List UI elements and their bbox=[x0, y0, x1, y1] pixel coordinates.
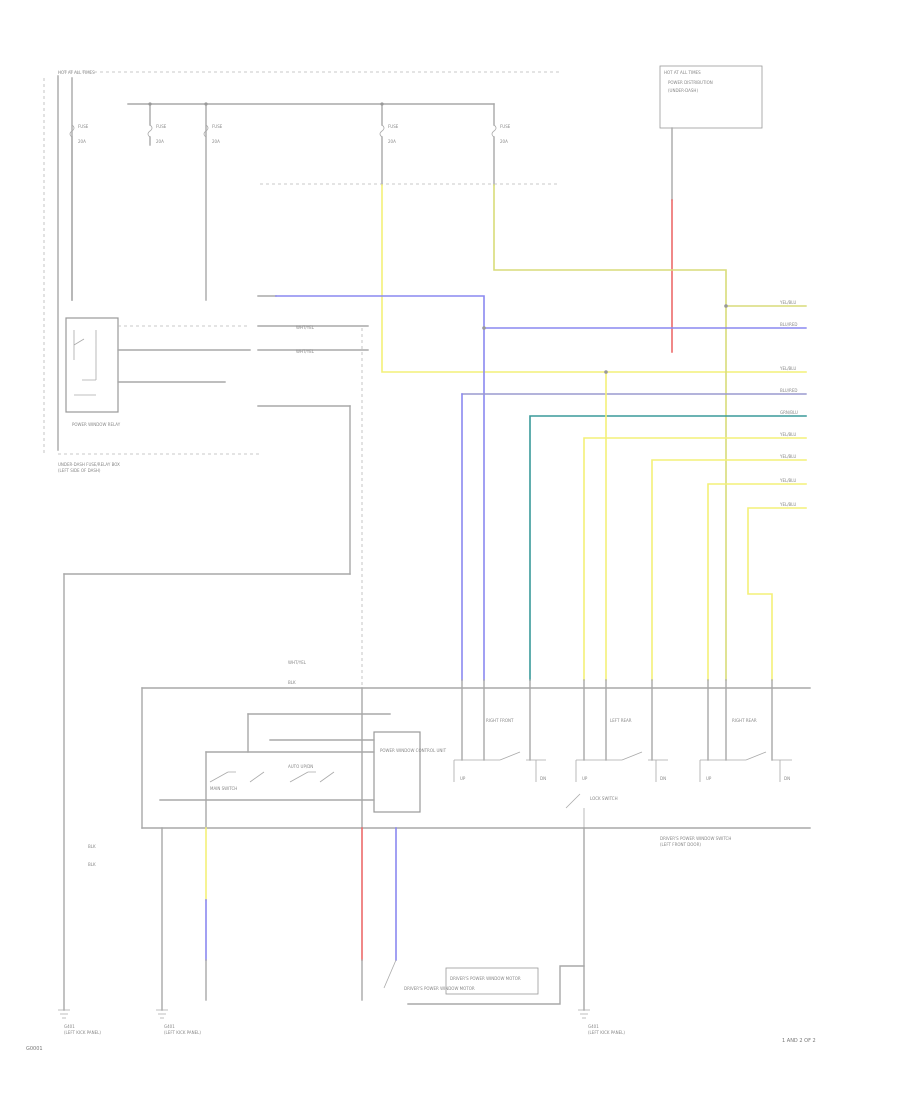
lock-switch: LOCK SWITCH bbox=[565, 793, 618, 828]
hot-at-all-times-box: HOT AT ALL TIMES POWER DISTRIBUTION (UND… bbox=[659, 65, 763, 201]
driver-switch-module: WHT/YEL BLK POWER WINDOW CONTROL UNIT MA… bbox=[141, 660, 811, 847]
driver-module-sub: (LEFT FRONT DOOR) bbox=[660, 842, 701, 847]
svg-text:(LEFT KICK PANEL): (LEFT KICK PANEL) bbox=[164, 1030, 201, 1035]
ground-1-icon: G401 (LEFT KICK PANEL) bbox=[58, 1009, 101, 1035]
svg-text:(UNDER-DASH): (UNDER-DASH) bbox=[668, 88, 698, 93]
svg-text:POWER DISTRIBUTION: POWER DISTRIBUTION bbox=[668, 80, 713, 85]
svg-text:(LEFT KICK PANEL): (LEFT KICK PANEL) bbox=[588, 1030, 625, 1035]
fuse-1: FUSE 20A bbox=[69, 124, 89, 144]
left-rear-switch: LEFT REAR UP DN bbox=[575, 718, 668, 782]
relay-label: POWER WINDOW RELAY bbox=[72, 422, 121, 427]
svg-text:UP: UP bbox=[582, 776, 588, 781]
colored-wires bbox=[275, 184, 807, 681]
svg-text:FUSE: FUSE bbox=[78, 124, 89, 129]
footer-left: G0001 bbox=[26, 1046, 43, 1052]
svg-text:LOCK SWITCH: LOCK SWITCH bbox=[590, 796, 618, 801]
svg-text:MAIN SWITCH: MAIN SWITCH bbox=[210, 786, 237, 791]
fuse-4: FUSE 20A bbox=[379, 124, 399, 144]
fuse-box-label: UNDER-DASH FUSE/RELAY BOX bbox=[58, 462, 120, 467]
svg-text:WHT/YEL: WHT/YEL bbox=[288, 660, 307, 665]
svg-text:BLK: BLK bbox=[288, 680, 296, 685]
svg-text:G401: G401 bbox=[588, 1024, 599, 1029]
top-power-bus: HOT AT ALL TIMES bbox=[43, 70, 560, 455]
top-bus-label: HOT AT ALL TIMES bbox=[58, 70, 95, 75]
svg-text:20A: 20A bbox=[78, 139, 86, 144]
right-front-switch: RIGHT FRONT UP DN bbox=[453, 718, 546, 782]
bottom-wires: BLK BLK DRIVER'S POWER WINDOW MOTOR DRIV… bbox=[88, 827, 585, 1011]
svg-text:BLU/RED: BLU/RED bbox=[780, 322, 797, 327]
svg-text:G401: G401 bbox=[164, 1024, 175, 1029]
svg-text:GRN/BLU: GRN/BLU bbox=[780, 410, 798, 415]
fuse-group: FUSE 20A FUSE 20A FUSE 20A FUSE 20A FUSE… bbox=[69, 124, 560, 301]
svg-text:DRIVER'S POWER WINDOW MOTOR: DRIVER'S POWER WINDOW MOTOR bbox=[450, 976, 521, 981]
svg-text:20A: 20A bbox=[156, 139, 164, 144]
svg-text:20A: 20A bbox=[388, 139, 396, 144]
svg-text:G401: G401 bbox=[64, 1024, 75, 1029]
top-right-box-title: HOT AT ALL TIMES bbox=[664, 70, 701, 75]
svg-text:BLK: BLK bbox=[88, 844, 96, 849]
svg-text:BLK: BLK bbox=[88, 862, 96, 867]
fuse-5: FUSE 20A bbox=[491, 124, 511, 144]
svg-text:DRIVER'S POWER WINDOW MOTOR: DRIVER'S POWER WINDOW MOTOR bbox=[404, 986, 475, 991]
fuse-3: FUSE 20A bbox=[203, 124, 223, 144]
ground-2-icon: G401 (LEFT KICK PANEL) bbox=[156, 1009, 201, 1035]
svg-text:FUSE: FUSE bbox=[500, 124, 511, 129]
right-wire-labels: YEL/BLU BLU/RED YEL/BLU BLU/RED GRN/BLU … bbox=[779, 300, 798, 507]
driver-module-label: DRIVER'S POWER WINDOW SWITCH bbox=[660, 836, 731, 841]
center-left-connectors: WHT/YEL WHT/YEL bbox=[63, 295, 369, 1011]
fuse-2: FUSE 20A bbox=[147, 124, 167, 144]
svg-text:YEL/BLU: YEL/BLU bbox=[779, 478, 796, 483]
svg-text:RIGHT REAR: RIGHT REAR bbox=[732, 718, 757, 723]
svg-text:FUSE: FUSE bbox=[212, 124, 223, 129]
main-switch: MAIN SWITCH bbox=[209, 771, 265, 791]
ground-3-icon: G401 (LEFT KICK PANEL) bbox=[578, 1009, 625, 1035]
svg-text:20A: 20A bbox=[212, 139, 220, 144]
svg-text:YEL/BLU: YEL/BLU bbox=[779, 454, 796, 459]
svg-text:YEL/BLU: YEL/BLU bbox=[779, 300, 796, 305]
svg-text:FUSE: FUSE bbox=[156, 124, 167, 129]
svg-text:YEL/BLU: YEL/BLU bbox=[779, 366, 796, 371]
svg-text:DN: DN bbox=[540, 776, 546, 781]
power-window-relay: POWER WINDOW RELAY UNDER-DASH FUSE/RELAY… bbox=[58, 317, 260, 473]
svg-text:YEL/BLU: YEL/BLU bbox=[779, 502, 796, 507]
svg-text:DN: DN bbox=[784, 776, 790, 781]
footer-right: 1 AND 2 OF 2 bbox=[782, 1038, 816, 1044]
svg-text:UP: UP bbox=[460, 776, 466, 781]
auto-switch: AUTO UP/DN bbox=[288, 764, 335, 783]
svg-text:20A: 20A bbox=[500, 139, 508, 144]
svg-text:RIGHT FRONT: RIGHT FRONT bbox=[486, 718, 514, 723]
svg-text:AUTO UP/DN: AUTO UP/DN bbox=[288, 764, 313, 769]
svg-text:YEL/BLU: YEL/BLU bbox=[779, 432, 796, 437]
control-unit-label: POWER WINDOW CONTROL UNIT bbox=[380, 748, 447, 753]
fuse-box-sub: (LEFT SIDE OF DASH) bbox=[58, 468, 101, 473]
svg-text:WHT/YEL: WHT/YEL bbox=[296, 325, 315, 330]
right-rear-switch: RIGHT REAR UP DN bbox=[699, 718, 792, 782]
svg-text:(LEFT KICK PANEL): (LEFT KICK PANEL) bbox=[64, 1030, 101, 1035]
svg-text:WHT/YEL: WHT/YEL bbox=[296, 349, 315, 354]
svg-text:DN: DN bbox=[660, 776, 666, 781]
svg-text:LEFT REAR: LEFT REAR bbox=[610, 718, 632, 723]
svg-text:BLU/RED: BLU/RED bbox=[780, 388, 797, 393]
grounds: G401 (LEFT KICK PANEL) G401 (LEFT KICK P… bbox=[58, 1009, 625, 1035]
svg-text:UP: UP bbox=[706, 776, 712, 781]
svg-text:FUSE: FUSE bbox=[388, 124, 399, 129]
